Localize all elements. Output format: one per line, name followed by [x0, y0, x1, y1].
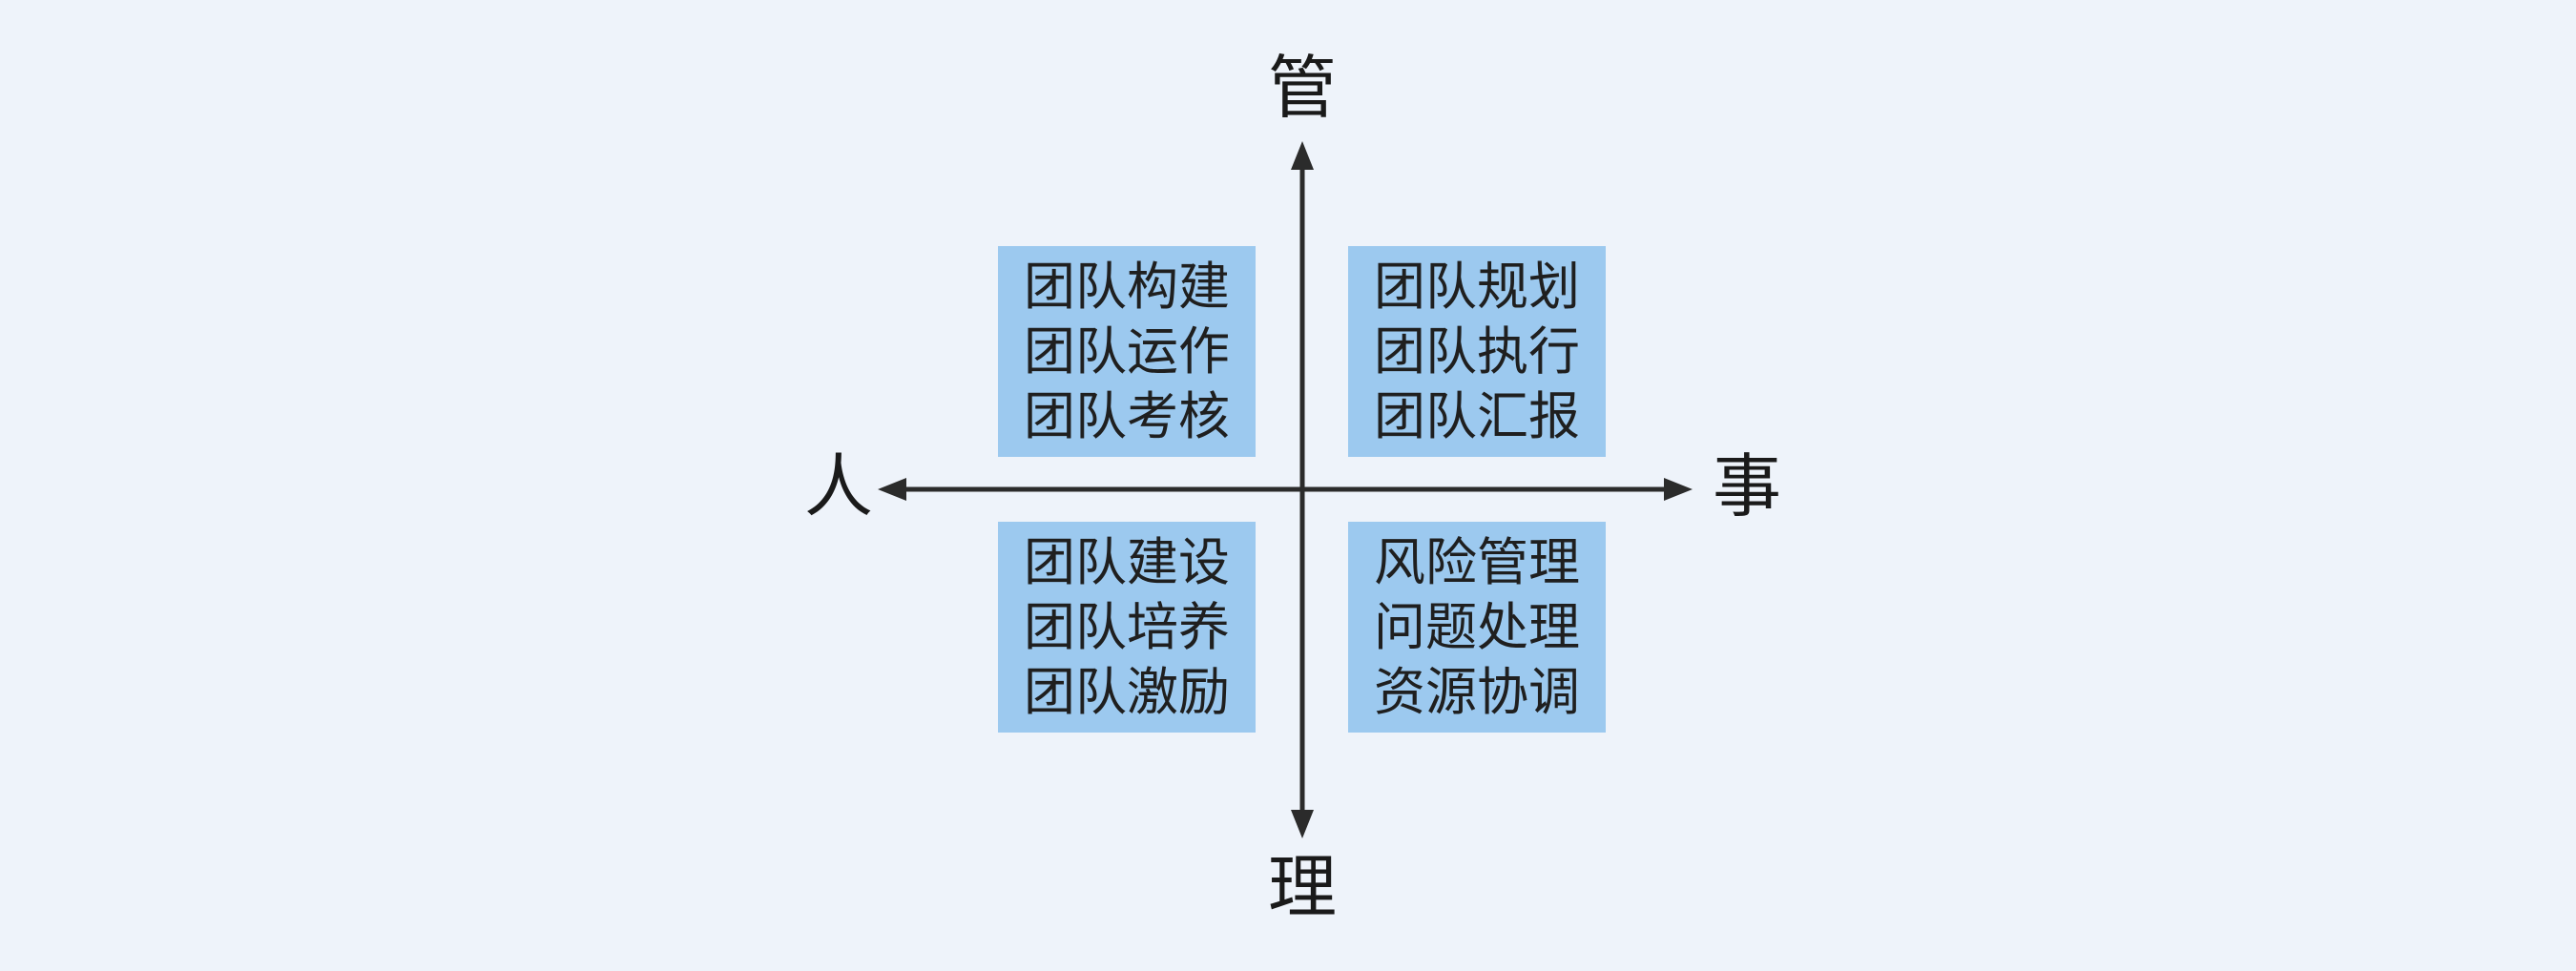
quadrant-box-bottom-left: 团队建设 团队培养 团队激励	[998, 522, 1256, 733]
axis-label-top: 管	[1267, 51, 1338, 127]
quadrant-item: 团队运作	[1024, 322, 1230, 381]
quadrant-item: 团队构建	[1024, 258, 1230, 316]
quadrant-box-bottom-right: 风险管理 问题处理 资源协调	[1348, 522, 1606, 733]
up-arrowhead-icon	[1291, 141, 1314, 170]
quadrant-item: 团队建设	[1024, 533, 1230, 591]
quadrant-item: 团队规划	[1374, 258, 1580, 316]
right-arrowhead-icon	[1664, 478, 1693, 501]
axis-label-left: 人	[803, 449, 874, 526]
quadrant-item: 团队执行	[1374, 322, 1580, 381]
quadrant-item: 资源协调	[1374, 663, 1580, 721]
quadrant-item: 团队汇报	[1374, 387, 1580, 445]
quadrant-item: 团队考核	[1024, 387, 1230, 445]
quadrant-box-top-left: 团队构建 团队运作 团队考核	[998, 246, 1256, 457]
quadrant-item: 团队激励	[1024, 663, 1230, 721]
quadrant-box-top-right: 团队规划 团队执行 团队汇报	[1348, 246, 1606, 457]
quadrant-item: 团队培养	[1024, 598, 1230, 656]
down-arrowhead-icon	[1291, 810, 1314, 838]
axis-label-bottom: 理	[1267, 850, 1338, 926]
quadrant-item: 问题处理	[1374, 598, 1580, 656]
quadrant-item: 风险管理	[1374, 533, 1580, 591]
axis-label-right: 事	[1712, 449, 1782, 526]
left-arrowhead-icon	[878, 478, 906, 501]
